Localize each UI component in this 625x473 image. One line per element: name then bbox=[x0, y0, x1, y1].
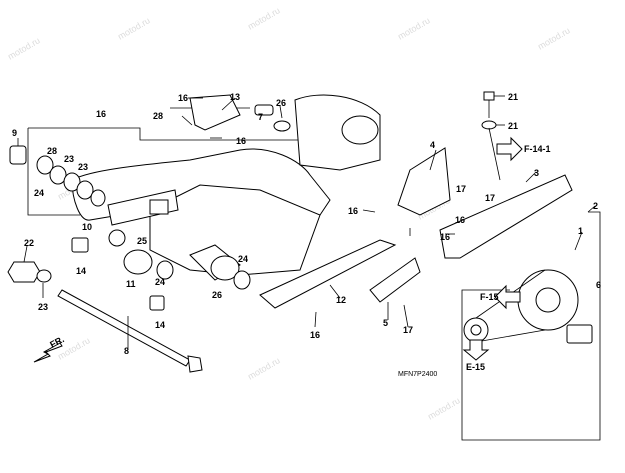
callout-6: 6 bbox=[596, 280, 601, 290]
watermark: motod.ru bbox=[426, 395, 462, 421]
callout-17: 17 bbox=[403, 325, 413, 335]
callout-16: 16 bbox=[236, 136, 246, 146]
watermark: motod.ru bbox=[396, 15, 432, 41]
callout-4: 4 bbox=[430, 140, 435, 150]
callout-14: 14 bbox=[76, 266, 86, 276]
callout-19: 22 bbox=[24, 238, 34, 248]
callout-17: 17 bbox=[485, 193, 495, 203]
pivot-parts bbox=[7, 145, 251, 311]
chain-case bbox=[439, 174, 573, 259]
callout-26: 26 bbox=[276, 98, 286, 108]
callout-16: 16 bbox=[455, 215, 465, 225]
callout-12: 12 bbox=[336, 295, 346, 305]
callout-28: 28 bbox=[153, 111, 163, 121]
watermark: motod.ru bbox=[536, 25, 572, 51]
callout-20: 23 bbox=[38, 302, 48, 312]
callout-16: 16 bbox=[310, 330, 320, 340]
callout-16: 16 bbox=[348, 206, 358, 216]
callouts: 9 16 28 23 23 24 10 25 22 14 23 11 24 14… bbox=[12, 92, 601, 356]
callout-1: 1 bbox=[578, 226, 583, 236]
leader-lines bbox=[17, 95, 596, 348]
callout-18: 21 bbox=[508, 92, 518, 102]
chain-slider bbox=[259, 147, 451, 309]
arrow-e-15-icon bbox=[462, 339, 490, 361]
drive-chain bbox=[463, 269, 593, 344]
callout-15: 16 bbox=[96, 109, 106, 119]
callout-16: 16 bbox=[178, 93, 188, 103]
watermark: motod.ru bbox=[6, 35, 42, 61]
bracket-15 bbox=[27, 128, 80, 216]
callout-21: 21 bbox=[508, 121, 518, 131]
callout-25: 25 bbox=[137, 236, 147, 246]
callout-16: 16 bbox=[440, 232, 450, 242]
callout-24: 24 bbox=[238, 254, 248, 264]
ref-arrows bbox=[33, 136, 523, 363]
callout-27: 28 bbox=[47, 146, 57, 156]
diagram-code: MFN7P2400 bbox=[398, 371, 437, 378]
callout-24: 24 bbox=[155, 277, 165, 287]
callout-5: 5 bbox=[383, 318, 388, 328]
bracket-2 bbox=[461, 211, 601, 441]
watermark: motod.ru bbox=[246, 355, 282, 381]
ref-f-14-1: F-14-1 bbox=[524, 144, 551, 154]
front-arrow-icon bbox=[33, 342, 63, 363]
watermark: motod.ru bbox=[246, 5, 282, 31]
callout-23: 23 bbox=[64, 154, 74, 164]
callout-2: 2 bbox=[593, 201, 598, 211]
callout-13: 13 bbox=[230, 92, 240, 102]
callout-24: 24 bbox=[34, 188, 44, 198]
chain-guard-top bbox=[189, 94, 381, 171]
upper-right-bolts bbox=[481, 91, 501, 181]
callout-14: 14 bbox=[155, 320, 165, 330]
callout-8: 8 bbox=[124, 346, 129, 356]
callout-7: 7 bbox=[258, 112, 263, 122]
arrow-f-14-1-icon bbox=[496, 136, 523, 162]
callout-11: 11 bbox=[126, 279, 136, 289]
ref-f-15: F-15 bbox=[480, 292, 499, 302]
ref-e-15: E-15 bbox=[466, 362, 485, 372]
callout-23: 23 bbox=[78, 162, 88, 172]
bracket-15-top bbox=[28, 127, 300, 141]
callout-9: 9 bbox=[12, 128, 17, 138]
callout-3: 3 bbox=[534, 168, 539, 178]
callout-10: 10 bbox=[82, 222, 92, 232]
callout-22: 26 bbox=[212, 290, 222, 300]
arrow-f-15-icon bbox=[494, 284, 521, 310]
swingarm bbox=[71, 148, 331, 281]
watermark: motod.ru bbox=[116, 15, 152, 41]
callout-17: 17 bbox=[456, 184, 466, 194]
pivot-axle bbox=[57, 289, 203, 373]
front-label: FR. bbox=[48, 334, 65, 350]
